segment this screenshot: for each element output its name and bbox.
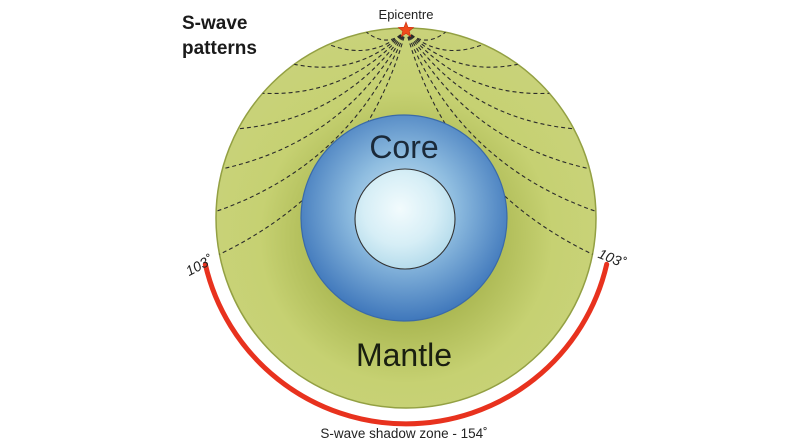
diagram-title-line1: S-wave	[182, 13, 247, 34]
s-wave-ray	[405, 29, 484, 51]
s-wave-ray	[262, 29, 407, 95]
s-wave-ray	[405, 29, 446, 41]
s-wave-ray	[294, 29, 407, 68]
s-wave-ray	[405, 29, 518, 68]
angle-right-label: 103˚	[596, 245, 628, 270]
angle-left-label: 103˚	[183, 251, 216, 278]
s-wave-ray	[238, 29, 407, 130]
star-icon	[397, 21, 415, 38]
s-wave-ray	[328, 29, 407, 51]
epicentre-label: Epicentre	[379, 7, 434, 22]
s-wave-ray	[405, 29, 597, 212]
core-label: Core	[369, 129, 438, 165]
diagram-title-line2: patterns	[182, 38, 257, 59]
shadow-zone-label: S-wave shadow zone - 154˚	[320, 426, 487, 441]
s-wave-ray	[366, 29, 407, 41]
mantle-label: Mantle	[356, 337, 452, 373]
inner-core	[354, 168, 456, 270]
s-wave-ray	[222, 29, 407, 170]
shadow-zone-arc	[202, 261, 610, 427]
s-wave-ray	[405, 29, 590, 170]
s-wave-ray	[215, 29, 407, 212]
s-wave-ray	[405, 29, 574, 130]
s-wave-ray	[405, 29, 550, 95]
